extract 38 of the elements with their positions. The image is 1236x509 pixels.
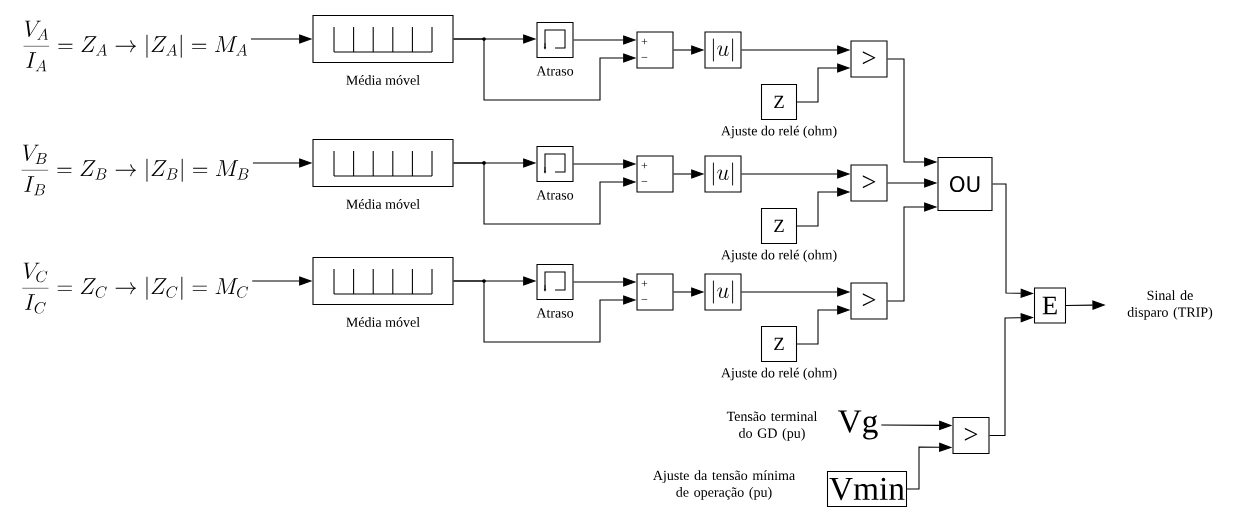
sum-block: + − (636, 273, 674, 311)
sum-block: + − (636, 155, 674, 193)
block-caption: Tensão terminal do GD (pu) (726, 411, 818, 441)
block-caption: Ajuste do relé (ohm) (721, 367, 837, 381)
comparator-block: > (850, 282, 888, 320)
comparator-block: > (850, 164, 888, 202)
input-label: Vg (838, 410, 878, 440)
setting-block: Z (760, 83, 798, 121)
block-caption: Média móvel (346, 317, 420, 327)
block-caption: Média móvel (346, 75, 420, 85)
block-caption: Atraso (536, 308, 574, 318)
moving-average-block (312, 14, 454, 64)
delay-block (536, 21, 574, 59)
setting-block: Z (760, 207, 798, 245)
setting-block: Vmin (826, 470, 908, 508)
or-gate: OU (937, 156, 993, 212)
block-caption: Ajuste da tensão mínima de operação (pu) (653, 470, 795, 500)
formula: $\frac{V_C}{I_C} = Z_C \rightarrow |Z_C| = M_C$ (22, 262, 249, 314)
absolute-value-block: $|u|$ (704, 155, 742, 193)
block-caption: Ajuste do relé (ohm) (721, 249, 837, 263)
output-label: Sinal de disparo (TRIP) (1127, 290, 1213, 320)
absolute-value-block: $|u|$ (704, 31, 742, 69)
delay-block (536, 263, 574, 301)
comparator-block: > (952, 416, 990, 455)
delay-block (536, 145, 574, 183)
block-caption: Atraso (536, 66, 574, 76)
absolute-value-block: $|u|$ (704, 273, 742, 311)
block-caption: Atraso (536, 190, 574, 200)
formula: $\frac{V_A}{I_A} = Z_A \rightarrow |Z_A| = M_A$ (23, 20, 247, 72)
block-caption: Média móvel (346, 199, 420, 209)
block-caption: Ajuste do relé (ohm) (721, 125, 837, 139)
formula: $\frac{V_B}{I_B} = Z_B \rightarrow |Z_B| = M_B$ (21, 144, 249, 196)
sum-block: + − (636, 31, 674, 69)
comparator-block: > (850, 40, 888, 78)
setting-block: Z (760, 325, 798, 363)
and-gate: E (1033, 287, 1067, 324)
moving-average-block (312, 138, 454, 188)
moving-average-block (312, 256, 454, 306)
